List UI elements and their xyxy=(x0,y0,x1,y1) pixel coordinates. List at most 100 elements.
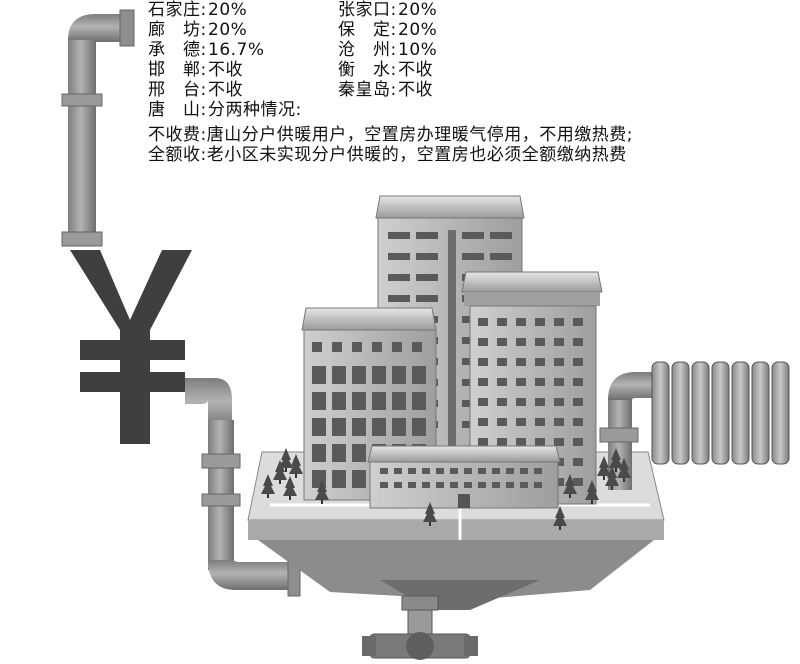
window xyxy=(416,274,438,281)
window xyxy=(392,342,402,352)
rate-row-langfang: 廊 坊:20% xyxy=(148,20,248,40)
window xyxy=(478,468,486,474)
window xyxy=(332,392,346,410)
yuan-icon xyxy=(70,250,192,444)
valve-icon xyxy=(362,595,478,660)
window xyxy=(462,253,484,260)
window xyxy=(312,366,326,384)
window xyxy=(497,398,507,406)
window xyxy=(478,318,488,326)
rate-row-qinhuangdao: 秦皇岛:不收 xyxy=(338,80,433,100)
window xyxy=(516,398,526,406)
window xyxy=(388,232,410,239)
tree-icon xyxy=(315,480,329,504)
window xyxy=(392,392,406,410)
window xyxy=(332,418,346,436)
window xyxy=(392,418,406,436)
rate-row-xingtai: 邢 台:不收 xyxy=(148,80,243,100)
window xyxy=(490,253,512,260)
window xyxy=(412,418,426,436)
tree-icon xyxy=(283,476,297,500)
rate-list-left: 石家庄:20% 廊 坊:20% 承 德:16.7% 邯 郸:不收 邢 台:不收 … xyxy=(148,0,302,120)
window xyxy=(497,378,507,386)
radiator-fin xyxy=(651,361,670,465)
window xyxy=(464,468,472,474)
rate-row-cangzhou: 沧 州:10% xyxy=(338,40,438,60)
window xyxy=(412,366,426,384)
radiator-fin xyxy=(731,361,750,465)
window xyxy=(573,458,583,466)
rate-row-shijiazhuang: 石家庄:20% xyxy=(148,0,248,20)
window xyxy=(573,438,583,446)
window xyxy=(516,378,526,386)
window xyxy=(388,253,410,260)
window xyxy=(478,418,488,426)
window xyxy=(352,366,366,384)
window xyxy=(352,392,366,410)
window xyxy=(535,418,545,426)
radiator-fin xyxy=(691,361,710,465)
window xyxy=(416,232,438,239)
window xyxy=(408,482,416,488)
tree-icon xyxy=(273,460,287,484)
window xyxy=(394,482,402,488)
window xyxy=(535,318,545,326)
window xyxy=(450,468,458,474)
window xyxy=(573,418,583,426)
tree-icon xyxy=(597,456,611,480)
window xyxy=(497,338,507,346)
window xyxy=(462,232,484,239)
window xyxy=(412,342,422,352)
window xyxy=(380,468,388,474)
window xyxy=(312,342,322,352)
window xyxy=(516,358,526,366)
window xyxy=(497,418,507,426)
window xyxy=(372,366,386,384)
window xyxy=(388,295,410,302)
window xyxy=(352,418,366,436)
window xyxy=(573,398,583,406)
window xyxy=(535,438,545,446)
window xyxy=(506,482,514,488)
window xyxy=(554,398,564,406)
radiator-fin xyxy=(671,361,690,465)
window xyxy=(506,468,514,474)
window xyxy=(554,478,564,486)
window xyxy=(573,338,583,346)
window xyxy=(412,392,426,410)
tree-icon xyxy=(609,448,623,472)
window xyxy=(332,342,342,352)
rate-row-tangshan: 唐 山:分两种情况: xyxy=(148,100,302,120)
window xyxy=(352,444,366,462)
window xyxy=(312,418,326,436)
window xyxy=(534,482,542,488)
window xyxy=(394,468,402,474)
window xyxy=(478,338,488,346)
window xyxy=(516,318,526,326)
rate-row-chengde: 承 德:16.7% xyxy=(148,40,265,60)
radiator-icon xyxy=(651,361,790,465)
radiator-fin xyxy=(711,361,730,465)
window xyxy=(535,358,545,366)
case-no-charge: 不收费:唐山分户供暖用户，空置房办理暖气停用，不用缴热费; xyxy=(148,125,633,145)
window xyxy=(534,468,542,474)
window xyxy=(497,318,507,326)
window xyxy=(516,418,526,426)
rate-row-hengshui: 衡 水:不收 xyxy=(338,60,433,80)
window xyxy=(352,470,366,488)
tree-icon xyxy=(585,480,599,504)
window xyxy=(492,468,500,474)
window xyxy=(380,482,388,488)
tree-icon xyxy=(605,466,619,490)
window xyxy=(422,468,430,474)
trees xyxy=(261,448,631,530)
window xyxy=(554,418,564,426)
rate-row-baoding: 保 定:20% xyxy=(338,20,438,40)
window xyxy=(312,392,326,410)
window xyxy=(573,378,583,386)
building-front xyxy=(367,445,561,509)
window xyxy=(554,358,564,366)
window xyxy=(416,295,438,302)
window xyxy=(535,378,545,386)
